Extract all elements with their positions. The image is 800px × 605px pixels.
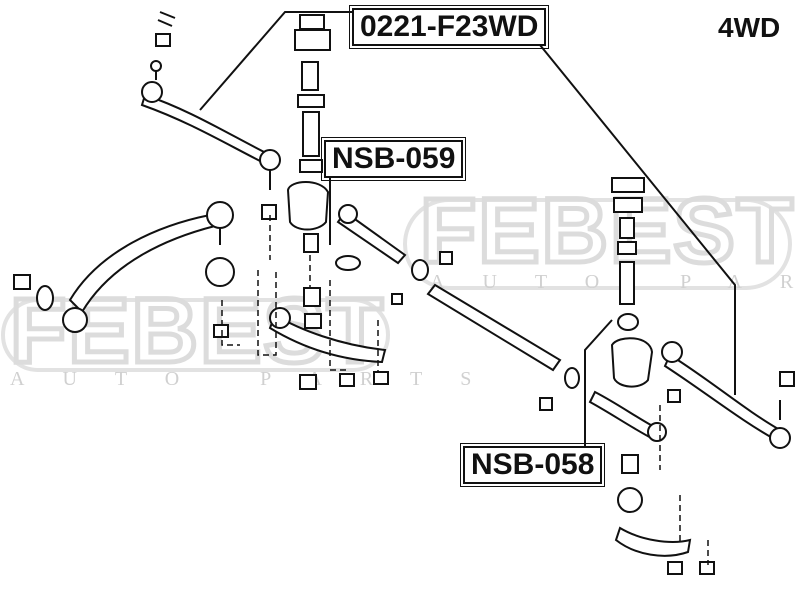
watermark-brand-right: FEBEST	[420, 180, 795, 282]
idler-arm-left	[268, 307, 389, 390]
part-number-label-upper: NSB-059	[320, 137, 467, 181]
kingpin-stack-right	[610, 177, 654, 388]
tie-rod-upper-left	[140, 11, 281, 190]
watermark-brand-left: FEBEST	[10, 280, 385, 382]
tie-rod-right	[588, 341, 795, 449]
leader-lines	[199, 11, 736, 470]
watermark-tagline-right: AUTO PARTS	[430, 271, 800, 293]
assembly-guides-left	[221, 215, 379, 372]
part-number-label-main: 0221-F23WD	[348, 5, 550, 49]
drive-type-label: 4WD	[718, 12, 781, 43]
tie-rod-center	[335, 204, 580, 411]
kingpin-stack-upper	[286, 14, 331, 253]
part-number-label-lower: NSB-058	[459, 443, 606, 487]
watermark-right: FEBEST AUTO PARTS	[403, 178, 800, 293]
lower-arm-left	[13, 201, 234, 333]
bushing-center-left	[205, 204, 322, 338]
idler-arm-right	[614, 389, 715, 575]
watermark-tagline-left: AUTO PARTS	[10, 368, 509, 390]
